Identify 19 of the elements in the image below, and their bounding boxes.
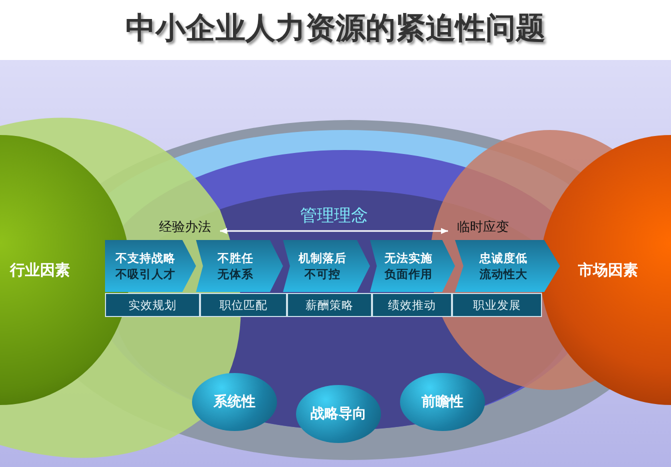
step-heading: 忠诚度低	[478, 250, 528, 266]
chevron-step	[105, 240, 196, 292]
step-heading: 无法实施	[384, 250, 434, 266]
double-arrow	[220, 228, 448, 234]
table-cell: 薪酬策略	[287, 293, 372, 317]
step-heading: 机制落后	[297, 250, 348, 266]
step-text: 负面作用	[384, 266, 434, 282]
step-heading: 不胜任	[216, 250, 254, 266]
table-cell: 实效规划	[105, 293, 200, 317]
table-cell: 绩效推动	[372, 293, 452, 317]
step-text: 流动性大	[478, 266, 528, 282]
edge-label: 管理理念	[299, 205, 369, 227]
title: 中小企业人力资源的紧迫性问题	[124, 10, 546, 48]
side-label: 临时应变	[448, 218, 518, 236]
step-text: 不可控	[303, 266, 342, 282]
table-cell: 职位匹配	[200, 293, 287, 317]
step-text: 无体系	[216, 266, 254, 282]
table-cell: 职业发展	[452, 293, 542, 317]
side-label: 经验办法	[150, 218, 220, 236]
